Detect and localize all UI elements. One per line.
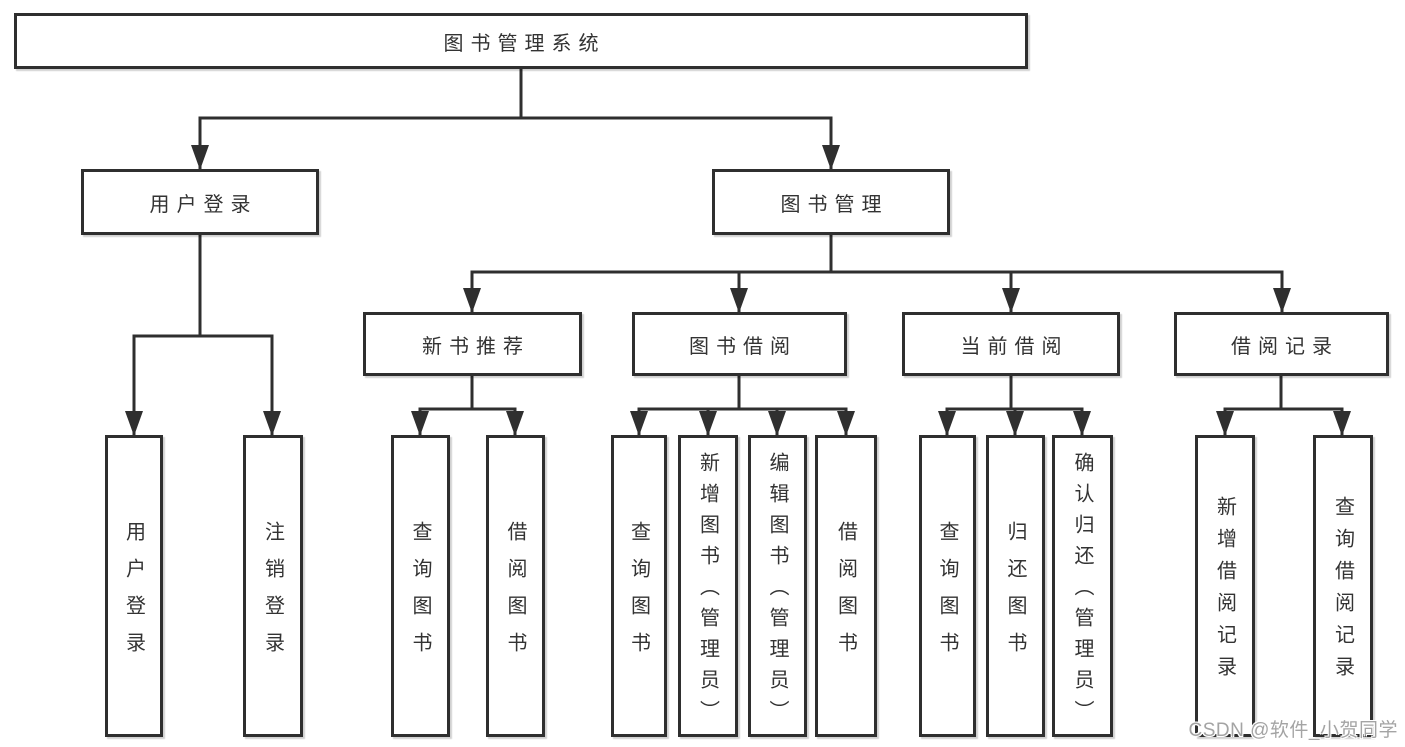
node-book-borrowing: 图书借阅 bbox=[632, 312, 847, 376]
leaf-label: 查询图书 bbox=[409, 520, 431, 669]
leaf-records-query-record: 查询借阅记录 bbox=[1313, 435, 1373, 737]
leaf-label: 新增图书（管理员） bbox=[696, 452, 719, 731]
leaf-label: 查询借阅记录 bbox=[1331, 496, 1354, 688]
leaf-borrowing-query-books: 查询图书 bbox=[611, 435, 667, 737]
leaf-label: 借阅图书 bbox=[504, 520, 526, 669]
node-library-management-system: 图书管理系统 bbox=[14, 13, 1028, 69]
leaf-label: 查询图书 bbox=[936, 520, 958, 669]
node-borrowing-records: 借阅记录 bbox=[1174, 312, 1389, 376]
node-label: 图书借阅 bbox=[689, 335, 797, 358]
node-label: 图书管理 bbox=[780, 193, 889, 216]
leaf-current-query-books: 查询图书 bbox=[919, 435, 976, 737]
leaf-label: 归还图书 bbox=[1004, 520, 1026, 669]
leaf-label: 新增借阅记录 bbox=[1213, 496, 1236, 688]
connector-skeleton bbox=[132, 67, 1344, 411]
leaf-label: 编辑图书（管理员） bbox=[766, 452, 788, 731]
node-label: 图书管理系统 bbox=[443, 32, 606, 55]
node-book-management-branch: 图书管理 bbox=[712, 169, 950, 235]
arrow-connectors bbox=[125, 116, 1351, 438]
leaf-user-login: 用户登录 bbox=[105, 435, 163, 737]
watermark: CSDN @软件_小贺同学 bbox=[1188, 720, 1398, 741]
leaf-current-confirm-return-admin: 确认归还（管理员） bbox=[1052, 435, 1113, 737]
leaf-borrowing-add-books-admin: 新增图书（管理员） bbox=[678, 435, 738, 737]
leaf-current-return-books: 归还图书 bbox=[986, 435, 1045, 737]
node-current-borrowing: 当前借阅 bbox=[902, 312, 1120, 376]
leaf-label: 注销登录 bbox=[261, 520, 284, 669]
leaf-borrowing-edit-books-admin: 编辑图书（管理员） bbox=[748, 435, 807, 737]
leaf-label: 用户登录 bbox=[122, 520, 145, 669]
leaf-label: 查询图书 bbox=[627, 520, 650, 669]
leaf-borrowing-borrow-books: 借阅图书 bbox=[815, 435, 877, 737]
node-label: 当前借阅 bbox=[960, 335, 1069, 358]
leaf-newbook-borrow-books: 借阅图书 bbox=[486, 435, 545, 737]
node-user-login-branch: 用户登录 bbox=[81, 169, 319, 235]
node-label: 新书推荐 bbox=[422, 335, 530, 358]
leaf-records-add-record: 新增借阅记录 bbox=[1195, 435, 1255, 737]
node-new-book-recommendation: 新书推荐 bbox=[363, 312, 582, 376]
leaf-newbook-query-books: 查询图书 bbox=[391, 435, 450, 737]
node-label: 用户登录 bbox=[149, 193, 258, 216]
leaf-label: 确认归还（管理员） bbox=[1071, 452, 1093, 731]
leaf-label: 借阅图书 bbox=[834, 520, 857, 669]
node-label: 借阅记录 bbox=[1231, 335, 1339, 358]
leaf-logout: 注销登录 bbox=[243, 435, 303, 737]
